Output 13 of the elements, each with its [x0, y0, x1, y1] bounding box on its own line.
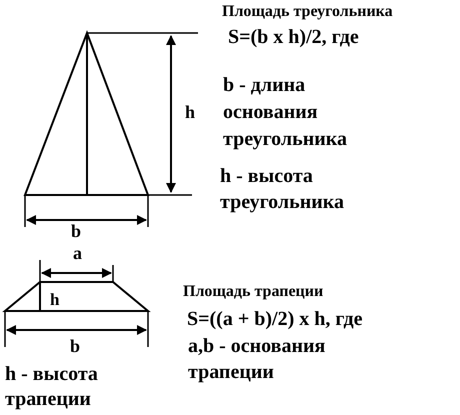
dimension-label: b	[71, 221, 82, 242]
description-text: b - длина основания треугольника	[223, 73, 348, 152]
formula-text: S=(b x h)/2, где	[228, 26, 359, 49]
dimension-label: b	[70, 336, 80, 357]
dimension-label: h	[185, 102, 196, 123]
description-text: h - высота треугольника	[220, 164, 345, 215]
description-text: a,b - основания трапеции	[188, 334, 326, 385]
dimension-label: a	[73, 243, 82, 264]
dimension-label: Площадь треугольника	[222, 3, 393, 22]
dimension-label: Площадь трапеции	[183, 283, 324, 302]
description-text: h - высота трапеции	[5, 362, 99, 412]
formula-text: S=((a + b)/2) x h, где	[187, 308, 362, 331]
dimension-label: h	[50, 290, 60, 310]
